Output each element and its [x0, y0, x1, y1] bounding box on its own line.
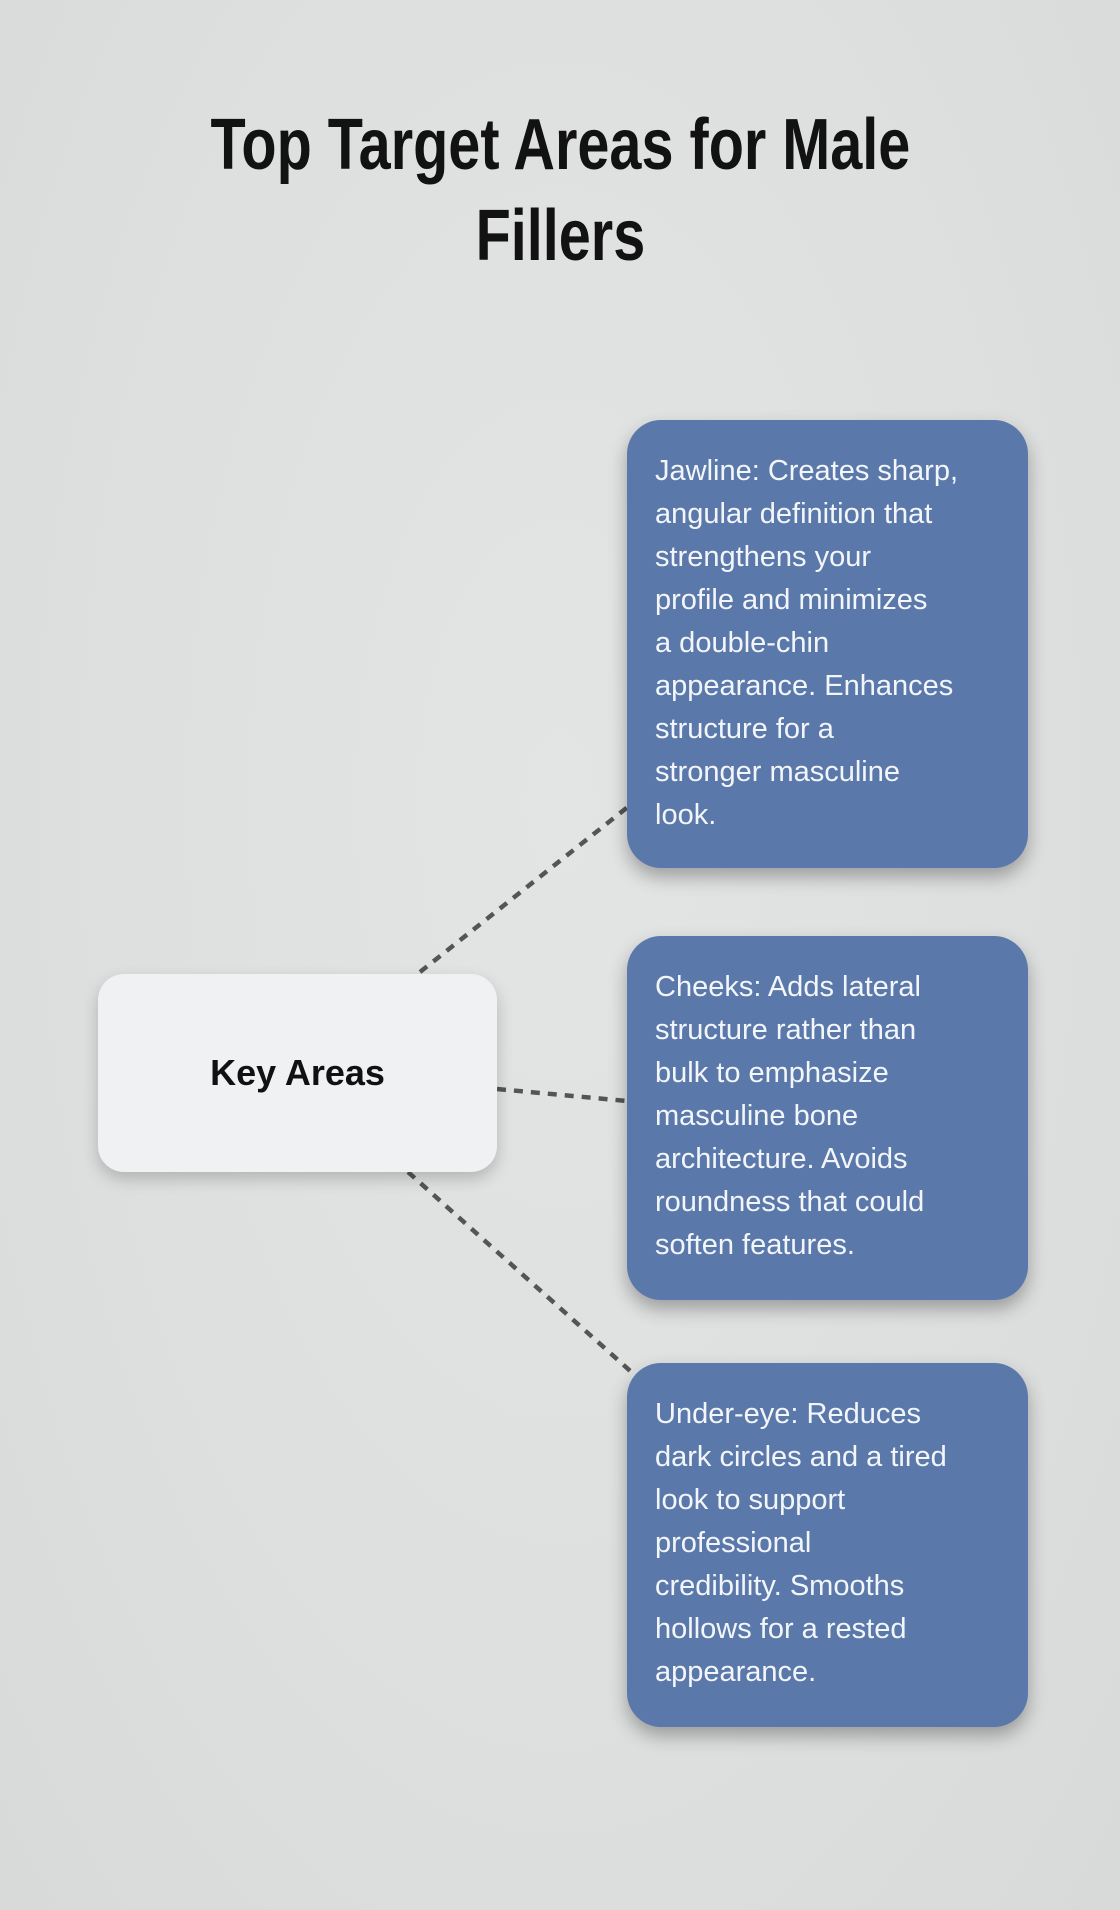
node-cheeks-text: Cheeks: Adds lateral structure rather th… [655, 971, 925, 1261]
page-title: Top Target Areas for Male Fillers [0, 100, 1120, 282]
page-title-text: Top Target Areas for Male Fillers [210, 105, 910, 276]
connector-cheeks [496, 1086, 628, 1104]
connector-under-eye [406, 1170, 639, 1379]
node-jawline: Jawline: Creates sharp, angular definiti… [627, 420, 1028, 868]
connector-jawline [418, 804, 631, 974]
node-key-areas: Key Areas [98, 974, 497, 1172]
node-under-eye: Under-eye: Reduces dark circles and a ti… [627, 1363, 1028, 1727]
node-cheeks: Cheeks: Adds lateral structure rather th… [627, 936, 1028, 1300]
node-key-areas-label: Key Areas [210, 1052, 385, 1093]
node-under-eye-text: Under-eye: Reduces dark circles and a ti… [655, 1398, 947, 1688]
node-jawline-text: Jawline: Creates sharp, angular definiti… [655, 455, 959, 831]
